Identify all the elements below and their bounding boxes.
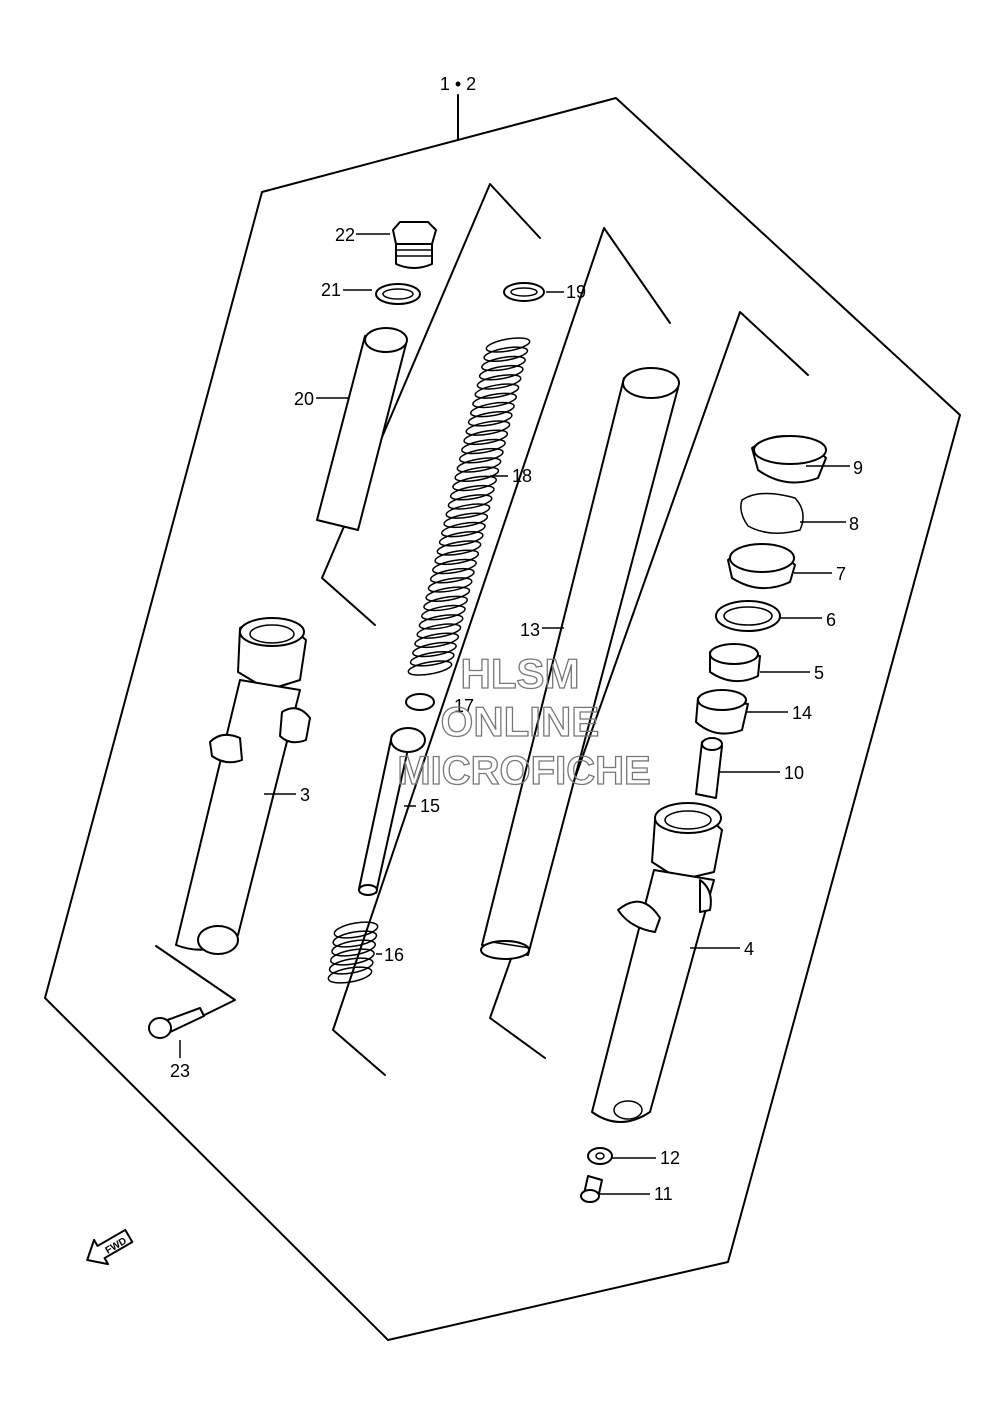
- label-10: 10: [784, 763, 804, 783]
- panel-bracket-1: [321, 183, 541, 626]
- spring-coil: [423, 595, 469, 612]
- label-20: 20: [294, 389, 314, 409]
- assembly-outline: [44, 97, 961, 1341]
- oil-lock-piece: [695, 737, 723, 799]
- o-ring-21: [375, 283, 421, 305]
- washer-19: [503, 282, 545, 302]
- label-8: 8: [849, 514, 859, 534]
- washer-12: [587, 1147, 613, 1165]
- damper-rod: [358, 727, 426, 896]
- bolt-23: [148, 1007, 205, 1039]
- label-16: 16: [384, 945, 404, 965]
- spring-coil: [432, 558, 477, 575]
- ring-17: [405, 693, 435, 711]
- spring-coil: [418, 614, 464, 630]
- label-3: 3: [300, 785, 310, 805]
- spring-coil: [474, 383, 520, 399]
- spring-coil: [440, 521, 486, 538]
- spring-coil: [329, 948, 375, 966]
- fwd-label: FWD: [104, 1236, 129, 1257]
- label-19: 19: [566, 282, 586, 302]
- label-12: 12: [660, 1148, 680, 1168]
- spring-coil: [467, 411, 513, 427]
- spring-coil: [412, 641, 457, 658]
- label-6: 6: [826, 610, 836, 630]
- spring-coil: [458, 447, 504, 464]
- watermark-line3: MICROFICHE: [397, 749, 650, 793]
- outer-tube-left: [175, 617, 311, 955]
- fwd-arrow-icon: FWD: [86, 1228, 134, 1266]
- spring-coil: [485, 337, 531, 353]
- spring-coil: [472, 392, 518, 409]
- spring-coil: [438, 531, 484, 547]
- inner-tube: [480, 367, 680, 960]
- leader-lines: [179, 233, 850, 1195]
- label-18: 18: [512, 466, 532, 486]
- spring-coil: [332, 930, 378, 948]
- watermark-line2: ONLINE: [441, 698, 600, 745]
- spring-coil: [463, 429, 509, 446]
- oil-seal: [727, 543, 796, 589]
- label-15: 15: [420, 796, 440, 816]
- spring-coil: [333, 921, 379, 939]
- spring-coil: [407, 660, 453, 676]
- spring-coil: [469, 401, 515, 418]
- spring-coil: [456, 457, 502, 473]
- watermark: HLSM ONLINE MICROFICHE: [397, 649, 652, 793]
- label-23: 23: [170, 1061, 190, 1081]
- outer-tube-right: [591, 802, 723, 1123]
- spring-coil: [436, 540, 482, 556]
- label-22: 22: [335, 225, 355, 245]
- spring-coil: [465, 420, 511, 436]
- spring-coil: [452, 475, 498, 492]
- spring-coil: [481, 355, 526, 372]
- spring-coil: [427, 577, 473, 593]
- spring-coil: [461, 438, 506, 455]
- cap-bolt-part: [392, 221, 437, 269]
- label-11: 11: [654, 1184, 673, 1204]
- bolt-11: [580, 1175, 603, 1203]
- spring-coil: [445, 503, 491, 519]
- label-21: 21: [321, 280, 341, 300]
- spring-coil: [483, 346, 529, 362]
- spring-coil: [414, 632, 460, 649]
- spring-coil: [443, 512, 489, 529]
- fork-spring: [407, 337, 531, 676]
- label-17: 17: [454, 696, 474, 716]
- bushing-14: [695, 689, 749, 735]
- label-5: 5: [814, 663, 824, 683]
- stopper-ring: [740, 492, 804, 534]
- assembly-label: 1 • 2: [440, 74, 476, 94]
- spring-coil: [429, 567, 475, 584]
- spring-coil: [416, 623, 462, 639]
- watermark-line1: HLSM: [461, 650, 580, 697]
- spring-coil: [409, 651, 455, 667]
- spring-coil: [328, 957, 374, 975]
- spacer-tube: [316, 327, 408, 531]
- spring-coil: [454, 466, 500, 482]
- spring-coil: [331, 939, 377, 957]
- panel-bracket-2: [332, 227, 671, 1076]
- spring-coil: [425, 586, 471, 602]
- spring-coil: [420, 604, 466, 621]
- rebound-spring: [327, 921, 379, 984]
- panel-bracket-3: [489, 311, 809, 1059]
- spring-coil: [449, 484, 495, 501]
- label-9: 9: [853, 458, 863, 478]
- washer-6: [715, 600, 781, 632]
- spring-coil: [447, 494, 493, 510]
- bushing-5: [709, 643, 761, 683]
- spring-coil: [434, 549, 480, 566]
- label-4: 4: [744, 939, 754, 959]
- spring-coil: [478, 364, 524, 381]
- label-14: 14: [792, 703, 812, 723]
- dust-seal: [751, 435, 827, 484]
- label-13: 13: [520, 620, 540, 640]
- spring-coil: [476, 374, 522, 390]
- label-7: 7: [836, 564, 846, 584]
- spring-coil: [327, 966, 373, 984]
